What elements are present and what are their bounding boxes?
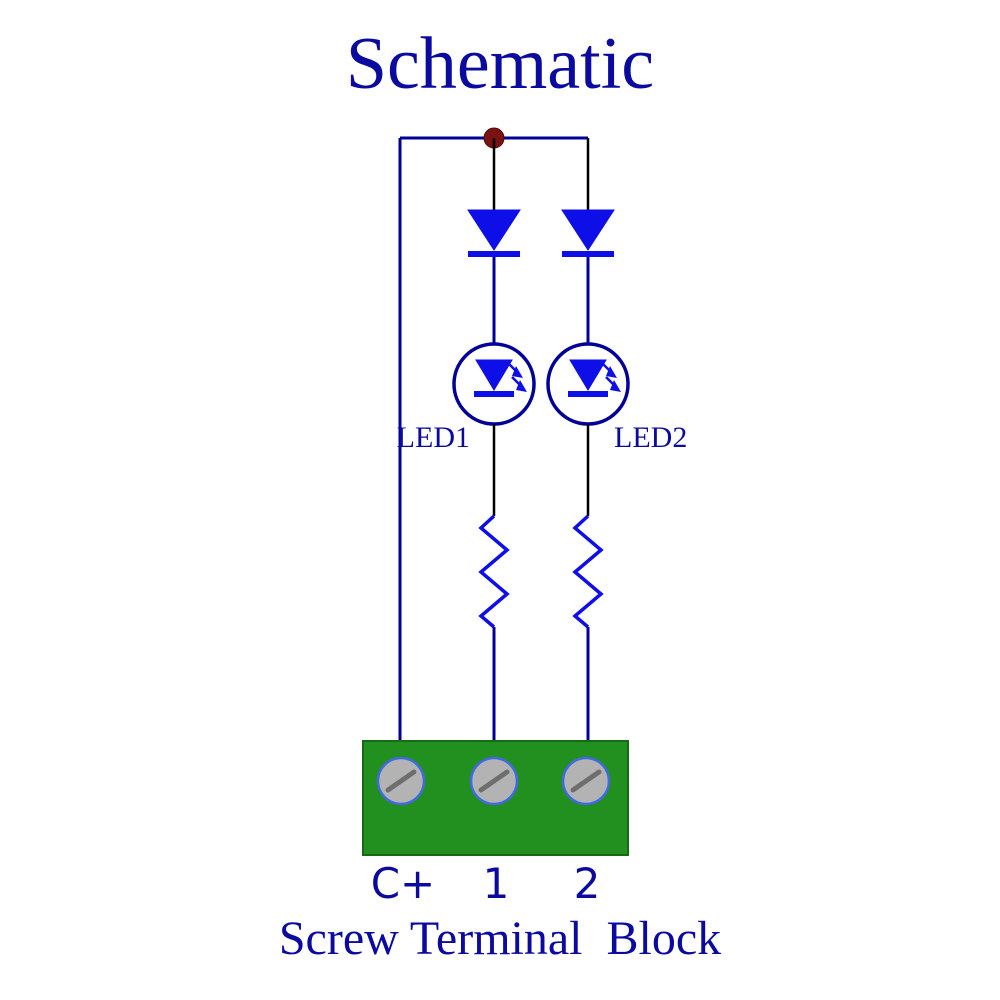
- led1-arrow-1-head: [512, 366, 523, 378]
- led2-label: LED2: [614, 421, 687, 454]
- terminal-label-2: 2: [574, 859, 601, 908]
- terminal-block-caption: Screw Terminal Block: [279, 912, 721, 965]
- branch-1: LED1: [397, 138, 536, 760]
- led2-arrow-1-head: [606, 366, 617, 378]
- diode1-symbol: [467, 209, 521, 251]
- led2-triangle: [569, 359, 607, 391]
- resistor2-symbol: [572, 514, 604, 629]
- screw-terminal-block: [362, 740, 629, 856]
- terminal-label-1: 1: [483, 859, 510, 908]
- branch-2: LED2: [546, 138, 687, 760]
- page-title: Schematic: [346, 23, 654, 105]
- led1-emission-arrows: [507, 362, 527, 392]
- terminal-labels: C+ 1 2: [371, 859, 601, 908]
- screw-c-plus-slot: [385, 769, 417, 793]
- diode2-symbol: [561, 209, 615, 251]
- led2-emission-arrows: [601, 362, 621, 392]
- led2-arrow-2-head: [610, 380, 621, 392]
- screw-2-slot: [570, 769, 602, 793]
- resistor1-symbol: [478, 514, 510, 629]
- screw-1-slot: [478, 769, 510, 793]
- led1-triangle: [475, 359, 513, 391]
- led1-arrow-2-head: [516, 380, 527, 392]
- led1-label: LED1: [397, 421, 470, 454]
- terminal-label-c-plus: C+: [371, 859, 436, 908]
